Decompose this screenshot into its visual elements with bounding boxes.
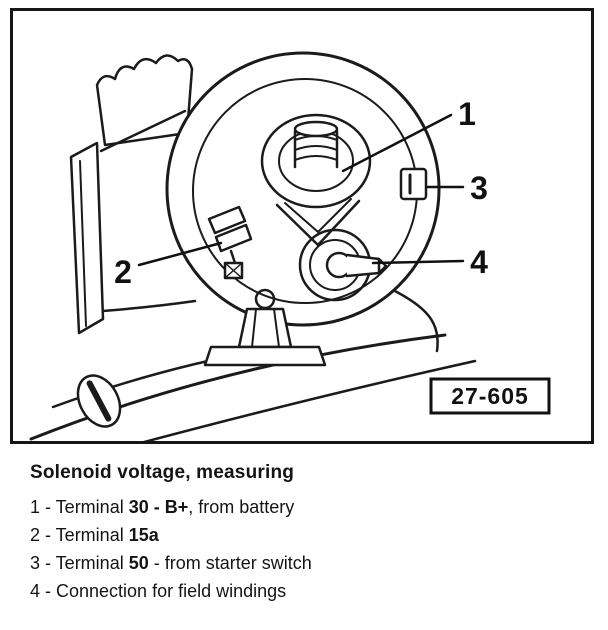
caption: Solenoid voltage, measuring 1 - Terminal…: [30, 462, 590, 605]
callout-number-1: 1: [458, 96, 476, 132]
legend-item-3: 3 - Terminal 50 - from starter switch: [30, 549, 590, 577]
mounting-bracket: [69, 141, 105, 335]
caption-title: Solenoid voltage, measuring: [30, 462, 295, 483]
stud-bracket: [275, 199, 361, 247]
leader-line-2: [137, 241, 223, 267]
leader-line-4: [371, 259, 465, 265]
figure-frame: 1 2 3 4 27-605: [10, 8, 594, 444]
callout-number-2: 2: [114, 254, 132, 290]
figure-number-box: 27-605: [429, 377, 551, 415]
legend-bold-text: 30 - B+: [128, 497, 189, 517]
terminal-50-spade: [399, 167, 428, 201]
legend-item-2: 2 - Terminal 15a: [30, 521, 590, 549]
leader-line-1: [341, 113, 453, 173]
legend-item-4: 4 - Connection for field windings: [30, 577, 590, 605]
legend-text: 1 - Terminal: [30, 497, 129, 517]
starter-solenoid-diagram: 1 2 3 4 27-605: [29, 51, 551, 441]
callout-number-3: 3: [470, 170, 488, 206]
legend-text: 3 - Terminal: [30, 553, 129, 573]
figure-number: 27-605: [451, 383, 529, 409]
legend-text: - from starter switch: [148, 553, 312, 573]
callout-number-4: 4: [470, 244, 488, 280]
legend-bold-text: 15a: [128, 525, 159, 545]
legend-text: 2 - Terminal: [30, 525, 129, 545]
slotted-screw: [76, 374, 122, 428]
end-cap: [95, 54, 194, 147]
support-foot: [203, 307, 327, 367]
terminal-15a-spade: [207, 205, 253, 280]
legend-text: , from battery: [188, 497, 295, 517]
field-winding-terminal: [298, 228, 388, 302]
legend-text: 4 - Connection for field windings: [30, 581, 287, 601]
legend-item-1: 1 - Terminal 30 - B+, from battery: [30, 493, 590, 521]
legend-bold-text: 50: [128, 553, 149, 573]
terminal-30-stud: [260, 113, 372, 209]
